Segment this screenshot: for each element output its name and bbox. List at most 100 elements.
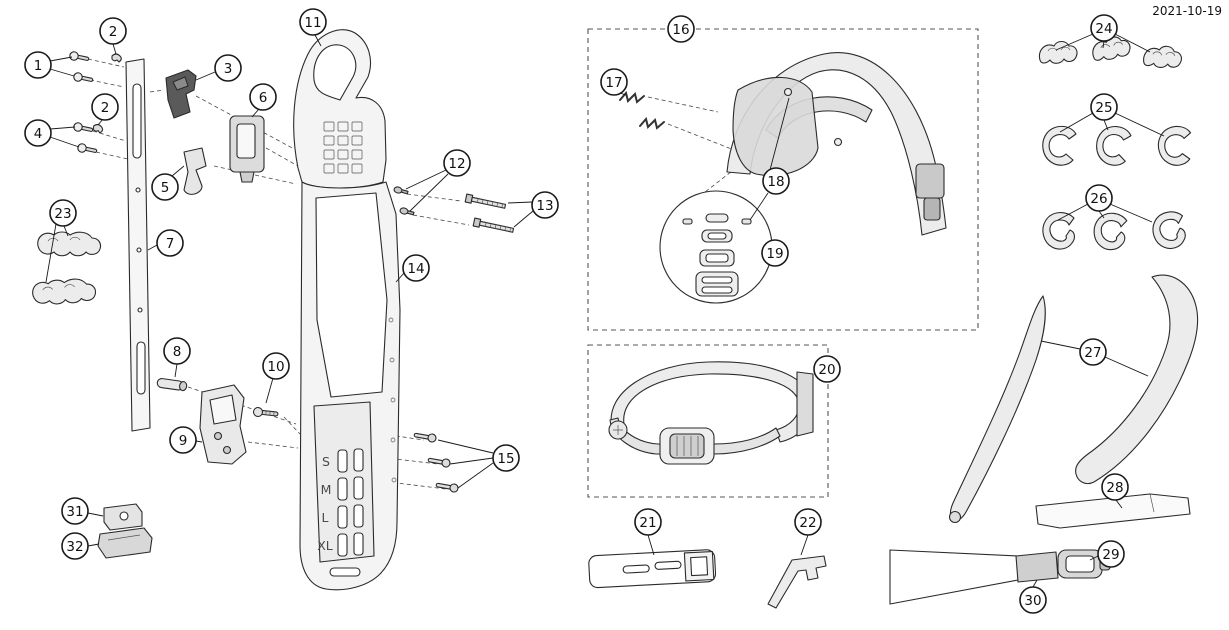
date-label: 2021-10-19 <box>1152 4 1222 18</box>
callout-27: 27 <box>1079 338 1107 366</box>
part-3-bracket <box>165 69 197 119</box>
callout-4-circle <box>24 119 52 147</box>
callout-18-number: 18 <box>767 174 784 190</box>
callout-22-number: 22 <box>799 515 816 531</box>
callout-22: 22 <box>794 508 822 536</box>
callout-32-circle <box>61 532 89 560</box>
callout-15-circle <box>492 444 520 472</box>
callout-5-number: 5 <box>161 180 170 196</box>
detail-box-16 <box>587 28 979 331</box>
callout-9-circle <box>169 426 197 454</box>
callout-5-circle <box>151 173 179 201</box>
callout-7-circle <box>156 229 184 257</box>
callout-30-circle <box>1019 586 1047 614</box>
callout-31-number: 31 <box>66 504 83 520</box>
callout-2-number: 2 <box>101 100 110 116</box>
callout-27-circle <box>1079 338 1107 366</box>
callout-7-number: 7 <box>166 236 175 252</box>
detail-circle-19-buckle-parts <box>659 190 773 304</box>
callout-12-circle <box>443 149 471 177</box>
frame-vents <box>323 121 363 174</box>
callout-14-number: 14 <box>407 261 424 277</box>
callout-2: 2 <box>91 93 119 121</box>
callout-24-circle <box>1090 14 1118 42</box>
callout-23-circle <box>49 199 77 227</box>
part-22-hook-clip <box>767 555 827 609</box>
callout-16: 16 <box>667 15 695 43</box>
callout-23-number: 23 <box>54 206 71 222</box>
callout-15-number: 15 <box>497 451 514 467</box>
callout-29-circle <box>1097 540 1125 568</box>
part-front-shield <box>732 76 819 177</box>
part-21-strap <box>588 549 717 589</box>
part-13-bolts <box>464 193 515 233</box>
part-screws-1 <box>69 51 94 82</box>
part-clip-2-top <box>111 53 122 63</box>
callout-27-number: 27 <box>1084 345 1101 361</box>
part-31-32-clamp <box>97 503 153 559</box>
part-28-band <box>1035 493 1191 529</box>
callout-8-number: 8 <box>173 344 182 360</box>
part-12-screws <box>393 186 415 216</box>
callout-20-number: 20 <box>818 362 835 378</box>
part-10-screw <box>252 406 279 418</box>
callout-3-number: 3 <box>224 61 233 77</box>
callout-20-circle <box>813 355 841 383</box>
part-14-frame-body: S M L XL <box>299 181 401 591</box>
callout-24: 24 <box>1090 14 1118 42</box>
callout-5: 5 <box>151 173 179 201</box>
size-label-xl: XL <box>317 538 333 553</box>
part-7-rail <box>125 58 151 432</box>
callout-1: 1 <box>24 51 52 79</box>
callout-1-circle <box>24 51 52 79</box>
callout-18: 18 <box>762 167 790 195</box>
part-15-screws <box>413 432 459 493</box>
callout-16-circle <box>667 15 695 43</box>
callout-2-circle <box>91 93 119 121</box>
part-6-bracket <box>229 115 265 183</box>
callout-17-number: 17 <box>605 75 622 91</box>
callout-10-circle <box>262 352 290 380</box>
part-25-hooks <box>1042 124 1194 168</box>
size-label-m: M <box>321 482 332 497</box>
callout-6-number: 6 <box>259 90 268 106</box>
callout-3: 3 <box>214 54 242 82</box>
callout-32: 32 <box>61 532 89 560</box>
callout-25: 25 <box>1090 93 1118 121</box>
part-27-side-arms <box>948 274 1199 524</box>
callout-12: 12 <box>443 149 471 177</box>
callout-25-circle <box>1090 93 1118 121</box>
callout-18-circle <box>762 167 790 195</box>
part-5-hook <box>183 147 207 195</box>
callout-30-number: 30 <box>1024 593 1041 609</box>
callout-2: 2 <box>99 17 127 45</box>
callout-26-circle <box>1085 184 1113 212</box>
callout-22-circle <box>794 508 822 536</box>
callout-2-circle <box>99 17 127 45</box>
size-label-s: S <box>322 454 330 469</box>
callout-29-number: 29 <box>1102 547 1119 563</box>
callout-26-number: 26 <box>1090 191 1107 207</box>
callout-31-circle <box>61 497 89 525</box>
size-label-l: L <box>322 510 329 525</box>
callout-8-circle <box>163 337 191 365</box>
callout-4-number: 4 <box>34 126 43 142</box>
callout-13: 13 <box>531 191 559 219</box>
callout-leader-lines <box>45 33 1165 588</box>
part-17-spring-clips <box>619 90 665 130</box>
callout-28: 28 <box>1101 473 1129 501</box>
callout-28-circle <box>1101 473 1129 501</box>
callout-11: 11 <box>299 8 327 36</box>
callout-15: 15 <box>492 444 520 472</box>
part-9-plate <box>199 384 247 465</box>
callout-24-number: 24 <box>1095 21 1112 37</box>
callout-6: 6 <box>249 83 277 111</box>
callout-10-number: 10 <box>267 359 284 375</box>
callout-21-circle <box>634 508 662 536</box>
callout-25-number: 25 <box>1095 100 1112 116</box>
callout-19: 19 <box>761 239 789 267</box>
callout-17: 17 <box>600 68 628 96</box>
part-23-clips <box>31 231 102 307</box>
